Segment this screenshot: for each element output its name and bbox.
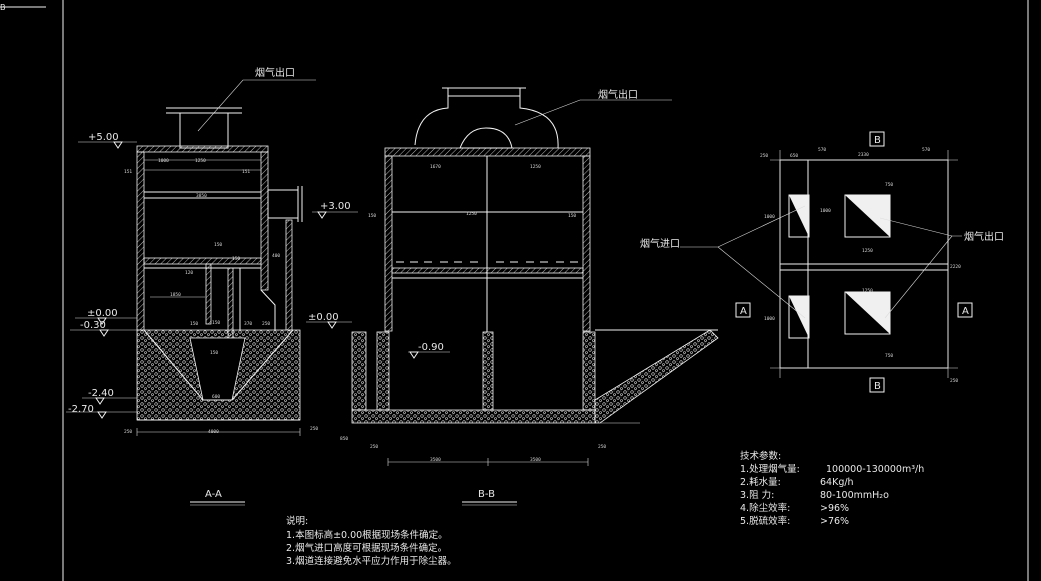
svg-text:750: 750 (885, 182, 893, 188)
svg-text:1000: 1000 (764, 316, 775, 322)
svg-text:370: 370 (244, 321, 252, 327)
svg-text:1250: 1250 (862, 248, 873, 254)
svg-text:>96%: >96% (820, 503, 849, 514)
svg-text:1000: 1000 (158, 158, 169, 164)
svg-text:150: 150 (368, 213, 376, 219)
svg-text:4000: 4000 (208, 429, 219, 435)
svg-text:100000-130000m³/h: 100000-130000m³/h (826, 464, 924, 475)
svg-text:3500: 3500 (530, 457, 541, 463)
svg-text:-2.70: -2.70 (68, 404, 94, 415)
svg-text:250: 250 (262, 321, 270, 327)
svg-text:1250: 1250 (195, 158, 206, 164)
notes: 说明: 1.本图标高±0.00根据现场条件确定。 2.烟气进口高度可根据现场条件… (286, 515, 457, 567)
aa-outlet-label: 烟气出口 (255, 66, 295, 79)
svg-text:1670: 1670 (430, 164, 441, 170)
plan-inlet-label: 烟气进口 (640, 237, 680, 250)
svg-text:5.脱硫效率:: 5.脱硫效率: (740, 515, 790, 527)
svg-text:400: 400 (272, 253, 280, 259)
svg-text:+3.00: +3.00 (320, 201, 351, 212)
svg-text:150: 150 (232, 256, 240, 262)
svg-text:±0.00: ±0.00 (308, 312, 339, 323)
svg-text:151: 151 (124, 169, 132, 175)
tech-params: 技术参数: 1.处理烟气量: 100000-130000m³/h 2.耗水量: … (740, 450, 924, 527)
svg-text:1.本图标高±0.00根据现场条件确定。: 1.本图标高±0.00根据现场条件确定。 (286, 529, 448, 541)
plan-outlet-label: 烟气出口 (964, 230, 1004, 243)
svg-text:3.烟道连接避免水平应力作用于除尘器。: 3.烟道连接避免水平应力作用于除尘器。 (286, 555, 457, 567)
svg-text:B: B (874, 381, 881, 392)
svg-text:80-100mmH₂o: 80-100mmH₂o (820, 490, 889, 501)
tech-params-heading: 技术参数: (740, 450, 781, 462)
plan-view: B B A A 烟气进口 烟气出口 250 650 570 2330 570 1… (640, 131, 1004, 393)
svg-text:250: 250 (370, 444, 378, 450)
svg-text:64Kg/h: 64Kg/h (820, 477, 854, 488)
svg-text:250: 250 (950, 378, 958, 384)
section-bb: 3500 3500 1670 1250 150 150 1250 850 250… (340, 87, 719, 466)
svg-text:150: 150 (568, 213, 576, 219)
svg-text:-0.90: -0.90 (418, 342, 444, 353)
svg-text:2330: 2330 (858, 152, 869, 158)
svg-text:150: 150 (212, 320, 220, 326)
svg-text:2.耗水量:: 2.耗水量: (740, 476, 781, 488)
svg-text:570: 570 (818, 147, 826, 153)
section-aa: 4000 250 250 1000 1250 151 151 3850 1850… (124, 66, 318, 436)
svg-text:120: 120 (185, 270, 193, 276)
svg-text:2.烟气进口高度可根据现场条件确定。: 2.烟气进口高度可根据现场条件确定。 (286, 542, 447, 554)
section-title-bb: B-B (478, 489, 495, 500)
svg-text:4.除尘效率:: 4.除尘效率: (740, 502, 790, 514)
svg-text:600: 600 (212, 394, 220, 400)
svg-text:150: 150 (214, 242, 222, 248)
svg-text:570: 570 (922, 147, 930, 153)
section-title-aa: A-A (205, 489, 222, 500)
svg-text:250: 250 (310, 426, 318, 432)
svg-text:1850: 1850 (170, 292, 181, 298)
svg-text:A: A (962, 306, 969, 317)
svg-text:3.阻 力:: 3.阻 力: (740, 489, 774, 501)
svg-text:3500: 3500 (430, 457, 441, 463)
corner-mark: B (0, 3, 6, 12)
svg-text:1.处理烟气量:: 1.处理烟气量: (740, 463, 800, 475)
svg-text:250: 250 (760, 153, 768, 159)
svg-text:650: 650 (790, 153, 798, 159)
section-titles: A-A B-B (190, 489, 517, 506)
svg-text:1250: 1250 (862, 288, 873, 294)
svg-text:A: A (740, 306, 747, 317)
svg-text:+5.00: +5.00 (88, 132, 119, 143)
svg-text:1250: 1250 (530, 164, 541, 170)
svg-text:±0.00: ±0.00 (87, 308, 118, 319)
svg-text:151: 151 (242, 169, 250, 175)
svg-text:B: B (874, 135, 881, 146)
svg-text:1000: 1000 (764, 214, 775, 220)
svg-text:>76%: >76% (820, 516, 849, 527)
notes-heading: 说明: (286, 515, 308, 527)
svg-text:150: 150 (190, 321, 198, 327)
svg-text:-0.30: -0.30 (80, 320, 106, 331)
svg-text:1250: 1250 (466, 211, 477, 217)
elevation-markers-aa: +5.00 +3.00 ±0.00 -0.30 -2.40 -2.70 ±0.0… (66, 132, 358, 419)
svg-text:-2.40: -2.40 (88, 388, 114, 399)
svg-text:750: 750 (885, 353, 893, 359)
svg-text:850: 850 (340, 436, 348, 442)
svg-text:250: 250 (598, 444, 606, 450)
svg-text:2220: 2220 (950, 264, 961, 270)
svg-text:250: 250 (124, 429, 132, 435)
svg-text:3850: 3850 (196, 193, 207, 199)
svg-text:150: 150 (210, 350, 218, 356)
svg-text:1000: 1000 (820, 208, 831, 214)
bb-outlet-label: 烟气出口 (598, 88, 638, 101)
